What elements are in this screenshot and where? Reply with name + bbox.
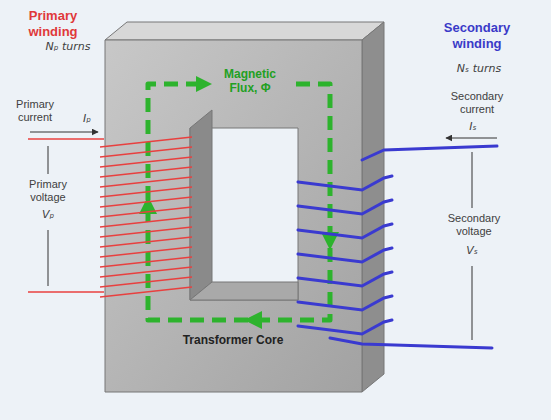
voltage-line bbox=[48, 146, 49, 174]
winding-turn bbox=[100, 147, 192, 157]
winding-turn bbox=[100, 247, 192, 257]
turns-label: Nₛ turns bbox=[444, 62, 514, 75]
winding-turn bbox=[298, 248, 392, 262]
transformer-core: Magnetic Flux, Φ Transformer Core bbox=[105, 40, 362, 392]
flux-path bbox=[148, 84, 330, 320]
core-inner-wall bbox=[190, 110, 212, 300]
winding-turn bbox=[298, 296, 392, 310]
current-label: Primary current bbox=[4, 98, 66, 124]
winding-turn bbox=[100, 217, 192, 227]
winding-turn bbox=[100, 177, 192, 187]
core-front-face bbox=[105, 40, 362, 392]
voltage-label: Primary voltage bbox=[16, 178, 80, 204]
winding-turn bbox=[100, 207, 192, 217]
winding-turn bbox=[100, 157, 192, 167]
winding-turn bbox=[100, 227, 192, 237]
voltage-symbol: Vₚ bbox=[36, 208, 60, 221]
current-arrow bbox=[446, 138, 497, 139]
winding-turn bbox=[298, 200, 392, 214]
current-symbol: Iₛ bbox=[460, 120, 486, 133]
winding-turn bbox=[100, 257, 192, 267]
winding-turn bbox=[100, 197, 192, 207]
secondary-coil bbox=[298, 146, 497, 348]
flux-path bbox=[148, 84, 330, 320]
winding-turn bbox=[100, 277, 192, 287]
winding-turn bbox=[100, 287, 192, 297]
winding-turn bbox=[298, 224, 392, 238]
secondary-lead bbox=[362, 146, 497, 160]
current-arrow bbox=[30, 132, 98, 133]
current-symbol: Iₚ bbox=[74, 112, 100, 125]
voltage-line bbox=[472, 152, 473, 208]
winding-turn bbox=[298, 320, 392, 334]
voltage-line bbox=[48, 230, 49, 286]
voltage-symbol: Vₛ bbox=[460, 244, 484, 257]
winding-turn bbox=[100, 187, 192, 197]
current-label: Secondary current bbox=[438, 90, 516, 116]
winding-turn bbox=[298, 272, 392, 286]
winding-turn bbox=[100, 167, 192, 177]
winding-turn bbox=[100, 137, 192, 147]
primary-lead bbox=[28, 291, 104, 293]
primary-coil bbox=[28, 137, 192, 297]
core-top-face bbox=[105, 22, 384, 40]
winding-turn bbox=[100, 267, 192, 277]
flux-label: Magnetic Flux, Φ bbox=[212, 68, 288, 96]
winding-title: Secondary winding bbox=[430, 20, 524, 51]
secondary-lead bbox=[330, 338, 492, 348]
core-label: Transformer Core bbox=[173, 334, 293, 348]
core-inner-wall bbox=[190, 282, 298, 300]
turns-label: Nₚ turns bbox=[38, 40, 98, 53]
voltage-line bbox=[472, 266, 473, 340]
winding-turn bbox=[100, 237, 192, 247]
flux-arrow bbox=[244, 311, 262, 329]
winding-turn bbox=[298, 176, 392, 190]
primary-lead bbox=[28, 138, 104, 140]
winding-title: Primary winding bbox=[16, 8, 90, 39]
voltage-label: Secondary voltage bbox=[434, 212, 514, 238]
